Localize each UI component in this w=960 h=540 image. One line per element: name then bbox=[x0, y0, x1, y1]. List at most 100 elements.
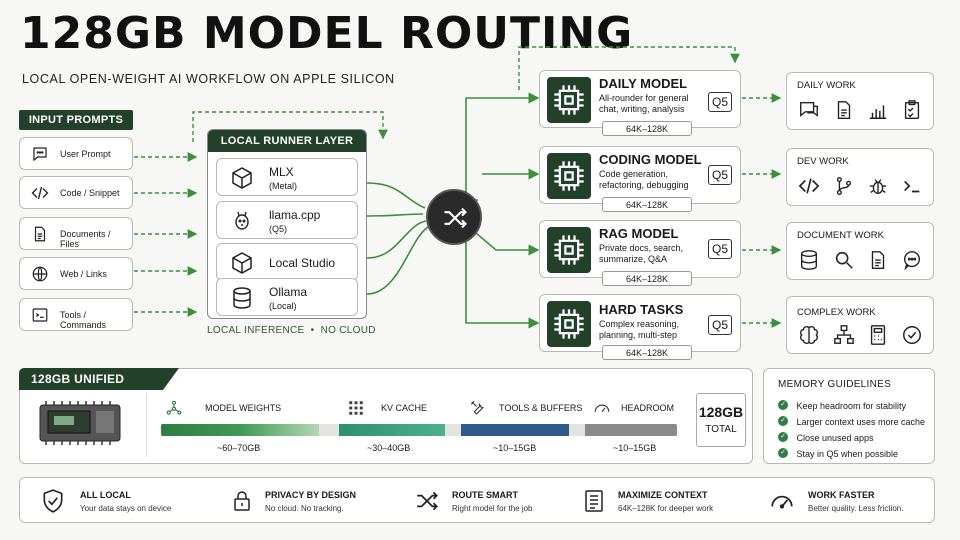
lock-icon bbox=[230, 488, 254, 514]
input-item-user-prompt[interactable]: User Prompt bbox=[19, 137, 133, 170]
principle-sub: Better quality. Less friction. bbox=[808, 504, 904, 513]
check-circle-icon: ✓ bbox=[778, 399, 788, 410]
database-icon bbox=[230, 286, 254, 310]
check-circle-icon bbox=[901, 324, 923, 346]
router-hub bbox=[426, 189, 482, 245]
code-icon bbox=[797, 175, 821, 197]
runner-name: Local Studio bbox=[269, 256, 336, 270]
input-item-label: Web / Links bbox=[60, 269, 107, 279]
model-card-hard-tasks[interactable]: HARD TASKS Complex reasoning, planning, … bbox=[539, 294, 741, 360]
document-icon bbox=[30, 225, 50, 243]
work-card-daily[interactable]: DAILY WORK bbox=[786, 72, 934, 130]
input-item-label: Code / Snippet bbox=[60, 188, 120, 198]
check-circle-icon: ✓ bbox=[778, 447, 788, 458]
principle-title: ROUTE SMART bbox=[452, 490, 518, 500]
context-badge: 64K–128K bbox=[602, 197, 692, 212]
context-badge: 64K–128K bbox=[602, 121, 692, 136]
chip-icon bbox=[547, 77, 591, 123]
code-icon bbox=[30, 184, 50, 202]
model-card-rag[interactable]: RAG MODEL Private docs, search, summariz… bbox=[539, 220, 741, 286]
runner-item-local-studio[interactable]: Local Studio bbox=[216, 243, 358, 281]
runner-name: MLX bbox=[269, 165, 294, 179]
input-item-web[interactable]: Web / Links bbox=[19, 257, 133, 290]
model-card-coding[interactable]: CODING MODEL Code generation, refactorin… bbox=[539, 146, 741, 212]
principle-sub: 64K–128K for deeper work bbox=[618, 504, 714, 513]
work-title: DEV WORK bbox=[797, 156, 849, 167]
quant-badge: Q5 bbox=[708, 315, 732, 335]
model-desc: refactoring, debugging bbox=[599, 180, 689, 190]
input-item-documents[interactable]: Documents / Files bbox=[19, 217, 133, 250]
check-circle-icon: ✓ bbox=[778, 415, 788, 426]
model-desc: Code generation, bbox=[599, 169, 669, 179]
document-icon bbox=[867, 249, 889, 271]
chip-illustration bbox=[34, 399, 126, 447]
runner-item-ollama[interactable]: Ollama (Local) bbox=[216, 278, 358, 316]
shuffle-icon bbox=[441, 204, 469, 232]
model-name: RAG MODEL bbox=[599, 226, 679, 241]
runner-item-mlx[interactable]: MLX (Metal) bbox=[216, 158, 358, 196]
input-item-tools[interactable]: Tools / Commands bbox=[19, 298, 133, 331]
document-icon bbox=[833, 99, 855, 121]
segment-label: TOOLS & BUFFERS bbox=[499, 403, 583, 413]
segment-value: ~30–40GB bbox=[367, 443, 411, 453]
terminal-icon bbox=[901, 175, 923, 197]
bar-segment-model-weights bbox=[161, 424, 319, 436]
principle-title: PRIVACY BY DESIGN bbox=[265, 490, 357, 500]
context-badge: 64K–128K bbox=[602, 271, 692, 286]
bar-chart-icon bbox=[867, 99, 889, 121]
work-title: DAILY WORK bbox=[797, 80, 856, 91]
local-runner-panel: LOCAL RUNNER LAYER MLX (Metal) llama.cpp… bbox=[207, 129, 367, 319]
segment-label: HEADROOM bbox=[621, 403, 675, 413]
calculator-icon bbox=[867, 324, 889, 346]
llama-icon bbox=[230, 208, 254, 234]
principle-title: MAXIMIZE CONTEXT bbox=[618, 490, 708, 500]
model-desc: chat, writing, analysis bbox=[599, 104, 685, 114]
segment-value: ~10–15GB bbox=[493, 443, 537, 453]
input-prompts-header: INPUT PROMPTS bbox=[19, 110, 133, 130]
shield-check-icon bbox=[40, 488, 66, 514]
git-branch-icon bbox=[833, 175, 855, 197]
bar-segment-kv-cache bbox=[339, 424, 445, 436]
input-item-label: User Prompt bbox=[60, 149, 111, 159]
principle-title: ALL LOCAL bbox=[80, 490, 131, 500]
hierarchy-icon bbox=[833, 324, 855, 346]
globe-icon bbox=[30, 265, 50, 283]
model-desc: planning, multi-step bbox=[599, 330, 678, 340]
brain-icon bbox=[797, 324, 821, 346]
model-desc: All-rounder for general bbox=[599, 93, 689, 103]
shuffle-icon bbox=[414, 488, 440, 514]
runner-sub: (Local) bbox=[269, 301, 297, 311]
database-icon bbox=[797, 249, 821, 271]
bar-segment-headroom bbox=[585, 424, 677, 436]
total-value: 128GB bbox=[698, 404, 744, 420]
local-runner-footer: LOCAL INFERENCE • NO CLOUD bbox=[207, 325, 376, 336]
model-name: HARD TASKS bbox=[599, 302, 684, 317]
guideline-item: ✓ Keep headroom for stability bbox=[778, 396, 906, 411]
work-title: COMPLEX WORK bbox=[797, 307, 876, 318]
principle-sub: Right model for the job bbox=[452, 504, 533, 513]
memory-header: 128GB UNIFIED MEMORY bbox=[19, 368, 179, 390]
memory-bar-area: MODEL WEIGHTS KV CACHE TOOLS & BUFFERS H… bbox=[146, 393, 690, 457]
quant-badge: Q5 bbox=[708, 239, 732, 259]
model-name: DAILY MODEL bbox=[599, 76, 688, 91]
runner-sub: (Q5) bbox=[269, 224, 287, 234]
search-icon bbox=[833, 249, 855, 271]
memory-guidelines-panel: MEMORY GUIDELINES ✓ Keep headroom for st… bbox=[763, 368, 935, 464]
memory-panel: 128GB UNIFIED MEMORY MODEL WEIGHTS KV CA… bbox=[19, 368, 753, 464]
gauge-icon bbox=[593, 399, 611, 417]
guideline-item: ✓ Larger context uses more cache bbox=[778, 412, 925, 427]
work-title: DOCUMENT WORK bbox=[797, 230, 884, 241]
chat-bubble-icon bbox=[30, 145, 50, 163]
segment-label: KV CACHE bbox=[381, 403, 428, 413]
runner-sub: (Metal) bbox=[269, 181, 298, 191]
runner-item-llamacpp[interactable]: llama.cpp (Q5) bbox=[216, 201, 358, 239]
work-card-document[interactable]: DOCUMENT WORK bbox=[786, 222, 934, 280]
input-item-code[interactable]: Code / Snippet bbox=[19, 176, 133, 209]
work-card-complex[interactable]: COMPLEX WORK bbox=[786, 296, 934, 354]
quant-badge: Q5 bbox=[708, 92, 732, 112]
page-title: 128GB MODEL ROUTING bbox=[20, 8, 634, 59]
box-icon bbox=[230, 251, 254, 275]
model-card-daily[interactable]: DAILY MODEL All-rounder for general chat… bbox=[539, 70, 741, 136]
principle-sub: No cloud. No tracking. bbox=[265, 504, 344, 513]
work-card-dev[interactable]: DEV WORK bbox=[786, 148, 934, 206]
